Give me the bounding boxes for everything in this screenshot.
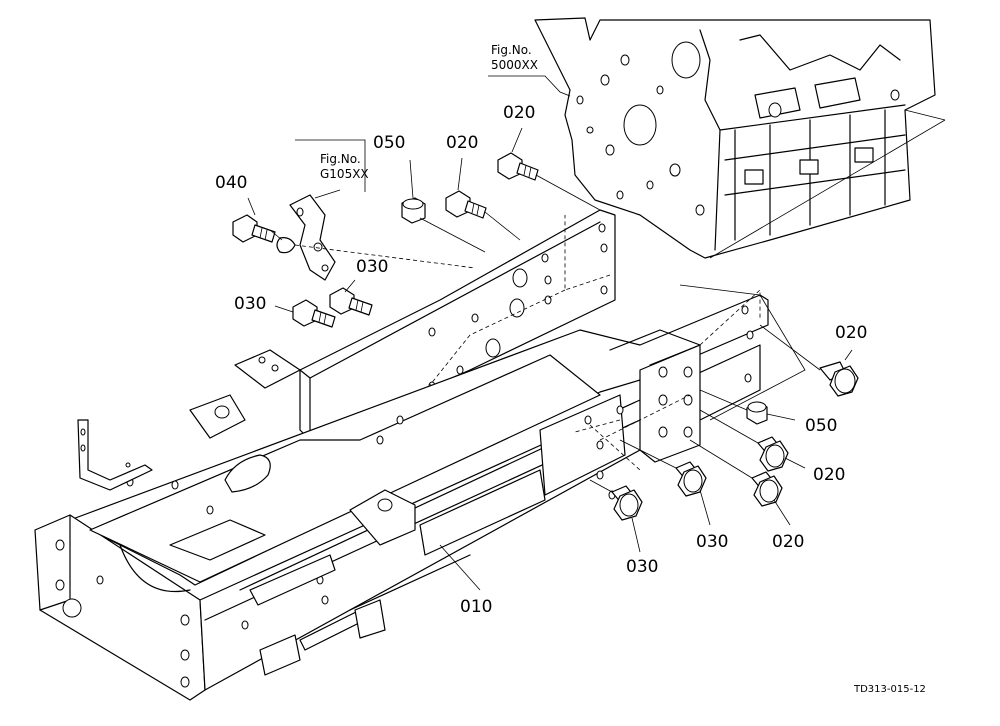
callout-030-upper-a: 030 — [356, 257, 389, 277]
bolt-020-upper-a — [445, 190, 521, 241]
callout-050-upper: 050 — [373, 133, 406, 153]
bolt-030-upper-a — [329, 287, 373, 316]
bolt-030-right-a — [619, 439, 711, 526]
bolt-030-upper-b — [292, 299, 336, 328]
bolt-030-right-b — [589, 479, 643, 553]
callout-040: 040 — [215, 173, 248, 193]
bolt-040 — [232, 214, 283, 243]
bolts — [232, 127, 859, 553]
callout-050-right: 050 — [805, 416, 838, 436]
callout-030-right-b: 030 — [626, 557, 659, 577]
bolt-020-right-mid — [699, 409, 806, 472]
callout-020-right-low: 020 — [772, 532, 805, 552]
plug-050-upper — [401, 197, 486, 253]
bracket-fig-label: Fig.No. — [320, 152, 361, 166]
callout-020-right-top: 020 — [835, 323, 868, 343]
callout-010-frame: 010 — [460, 597, 493, 617]
drawing-code: TD313-015-12 — [854, 684, 926, 695]
engine-block — [534, 17, 946, 259]
engine-fig-label: Fig.No. — [491, 43, 532, 57]
callout-020-upper-a: 020 — [446, 133, 479, 153]
plug-050-right — [699, 389, 796, 425]
callout-030-upper-b: 030 — [234, 294, 267, 314]
bracket-fig-reference: Fig.No. G105XX — [320, 152, 369, 182]
bolt-020-right-top — [759, 324, 859, 397]
callout-030-right-a: 030 — [696, 532, 729, 552]
bolt-020-upper-b — [497, 152, 601, 211]
engine-fig-number: 5000XX — [491, 58, 538, 72]
bracket-fig-number: G105XX — [320, 167, 369, 181]
engine-fig-leader — [488, 75, 571, 97]
main-frame — [34, 284, 806, 701]
bolt-020-right-low — [689, 439, 791, 526]
engine-fig-reference: Fig.No. 5000XX — [491, 43, 538, 73]
callout-020-upper-b: 020 — [503, 103, 536, 123]
bracket-g105 — [276, 139, 476, 281]
callout-020-right-mid: 020 — [813, 465, 846, 485]
